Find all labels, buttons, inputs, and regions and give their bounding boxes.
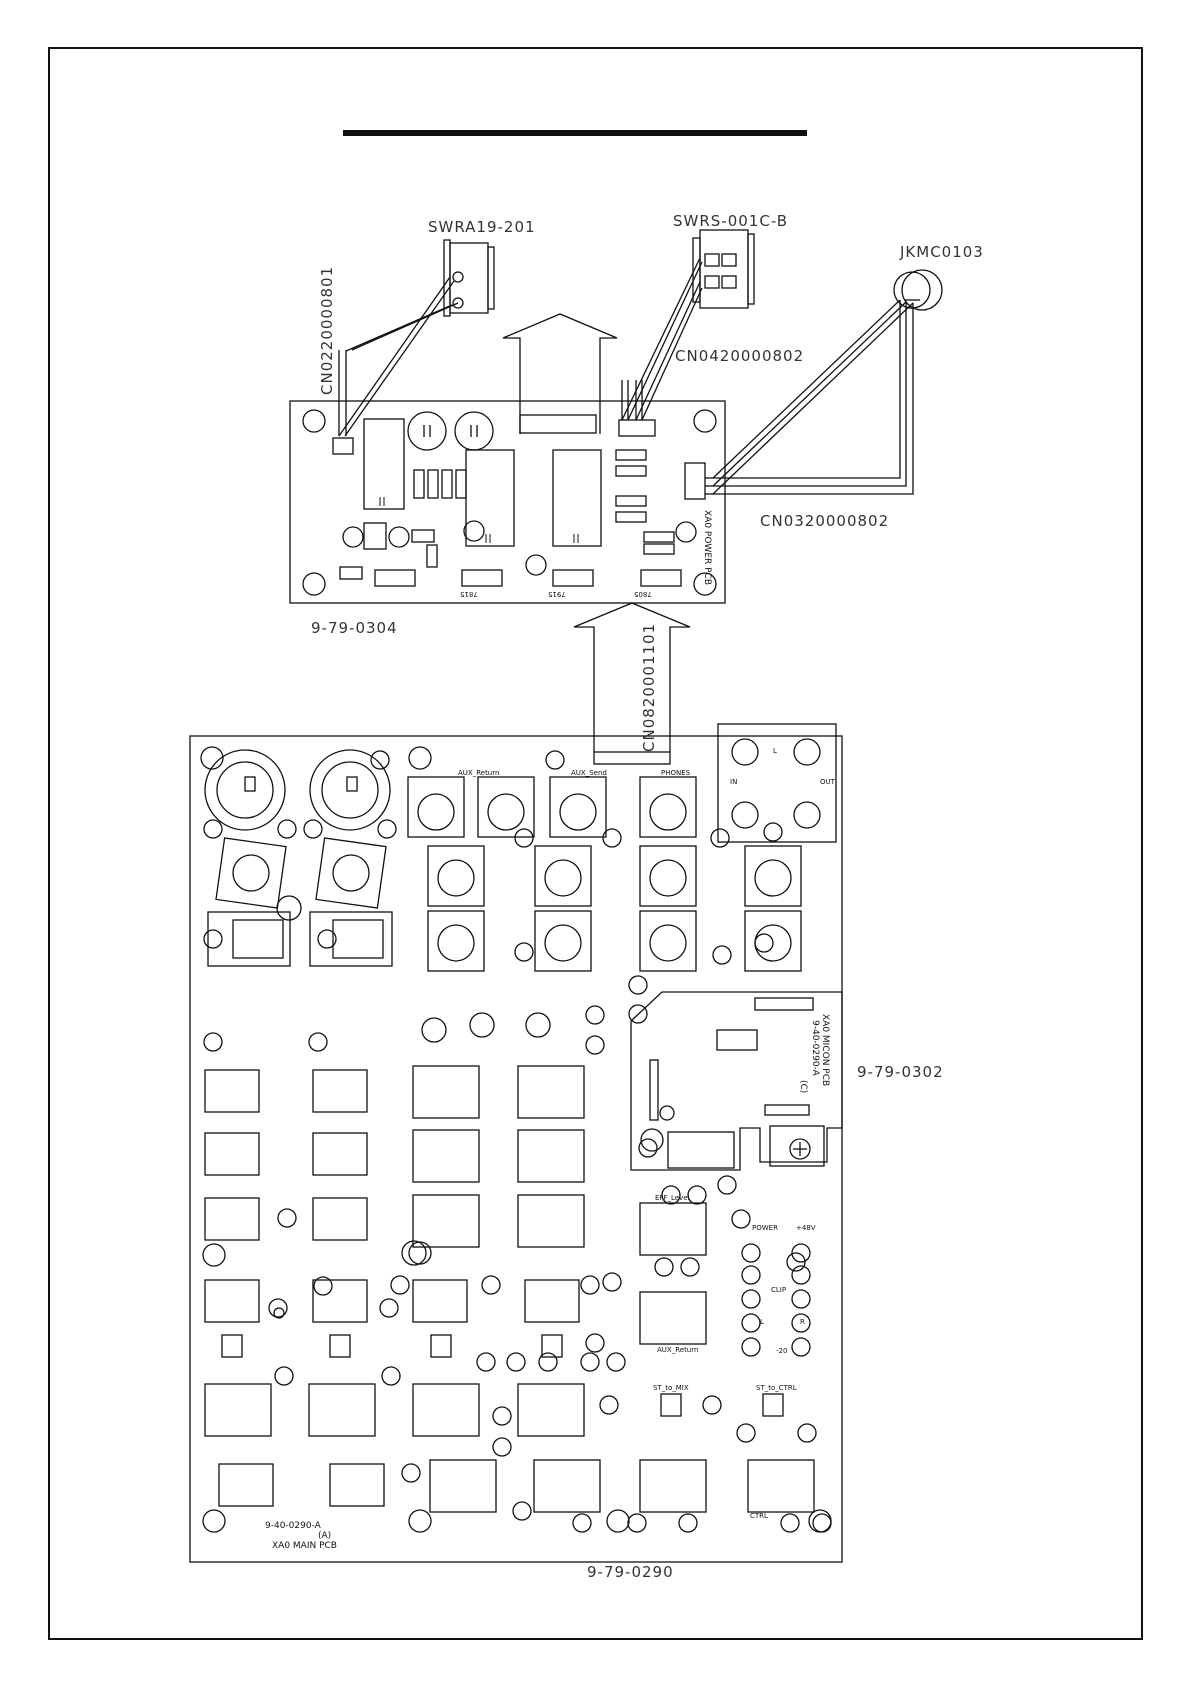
aux-return-label: AUX_Return [458, 769, 500, 777]
regulator-2-label: 7915 [548, 590, 566, 598]
input-l-label: L [760, 1318, 764, 1326]
power-pcb [289, 400, 726, 604]
micon-pcb-silk-rev: (C) [798, 1080, 808, 1094]
jack-l-label: L [773, 747, 777, 755]
power-led-label: POWER [752, 1224, 778, 1232]
dc-jack-label: JKMC0103 [900, 243, 984, 261]
ribbon-cable-main [573, 602, 691, 765]
minus20-label: -20 [776, 1347, 788, 1355]
main-pcb-silk-name: XA0 MAIN PCB [272, 1541, 337, 1551]
power-switch-label: SWRS-001C-B [673, 212, 788, 230]
title-rule [343, 130, 807, 136]
phantom-label: +48V [796, 1224, 816, 1232]
switch-cable-label: CN0220000801 [318, 265, 336, 395]
regulator-1-label: 7815 [460, 590, 478, 598]
ctrl-label: CTRL [750, 1512, 768, 1520]
jack-cable-label: CN0320000802 [760, 512, 890, 530]
relay-markings [379, 497, 579, 543]
micon-pcb-silk-name: XA0 MICON PCB [820, 1014, 830, 1087]
main-pcb-silk-rev: (A) [318, 1531, 332, 1541]
dc-jack [712, 269, 943, 495]
st-to-ctrl-label: ST_to_CTRL [756, 1384, 797, 1392]
main-pcb-silk-code: 9-40-0290-A [265, 1521, 321, 1531]
power-cable-label: CN0420000802 [675, 347, 805, 365]
power-pcb-number: 9-79-0304 [311, 619, 398, 637]
jack-out-label: OUT [820, 778, 835, 786]
main-pcb [189, 723, 843, 1563]
aux-send-label: AUX_Send [571, 769, 607, 777]
page-frame [48, 47, 1143, 1640]
power-switch [621, 229, 755, 421]
jack-r-label: R [800, 1318, 805, 1326]
rocker-switch [338, 239, 495, 437]
main-cable-label: CN0820001101 [640, 622, 658, 752]
jack-in-label: IN [730, 778, 738, 786]
micon-pcb-number: 9-79-0302 [857, 1063, 944, 1081]
rocker-switch-label: SWRA19-201 [428, 218, 536, 236]
st-to-mix-label: ST_to_MIX [653, 1384, 689, 1392]
micon-pcb-silk-code: 9-40-0290-A [810, 1020, 820, 1076]
phones-label: PHONES [661, 769, 691, 777]
aux-return-2-label: AUX_Return [657, 1346, 699, 1354]
power-pcb-silk: XA0 POWER PCB [702, 510, 712, 586]
ribbon-arrow-top [502, 313, 618, 434]
main-pcb-number: 9-79-0290 [587, 1563, 674, 1581]
eff-level-label: EFF_Level [655, 1194, 690, 1202]
clip-label: CLIP [771, 1286, 787, 1294]
regulator-3-label: 7805 [634, 590, 652, 598]
micon-pcb [630, 991, 843, 1171]
